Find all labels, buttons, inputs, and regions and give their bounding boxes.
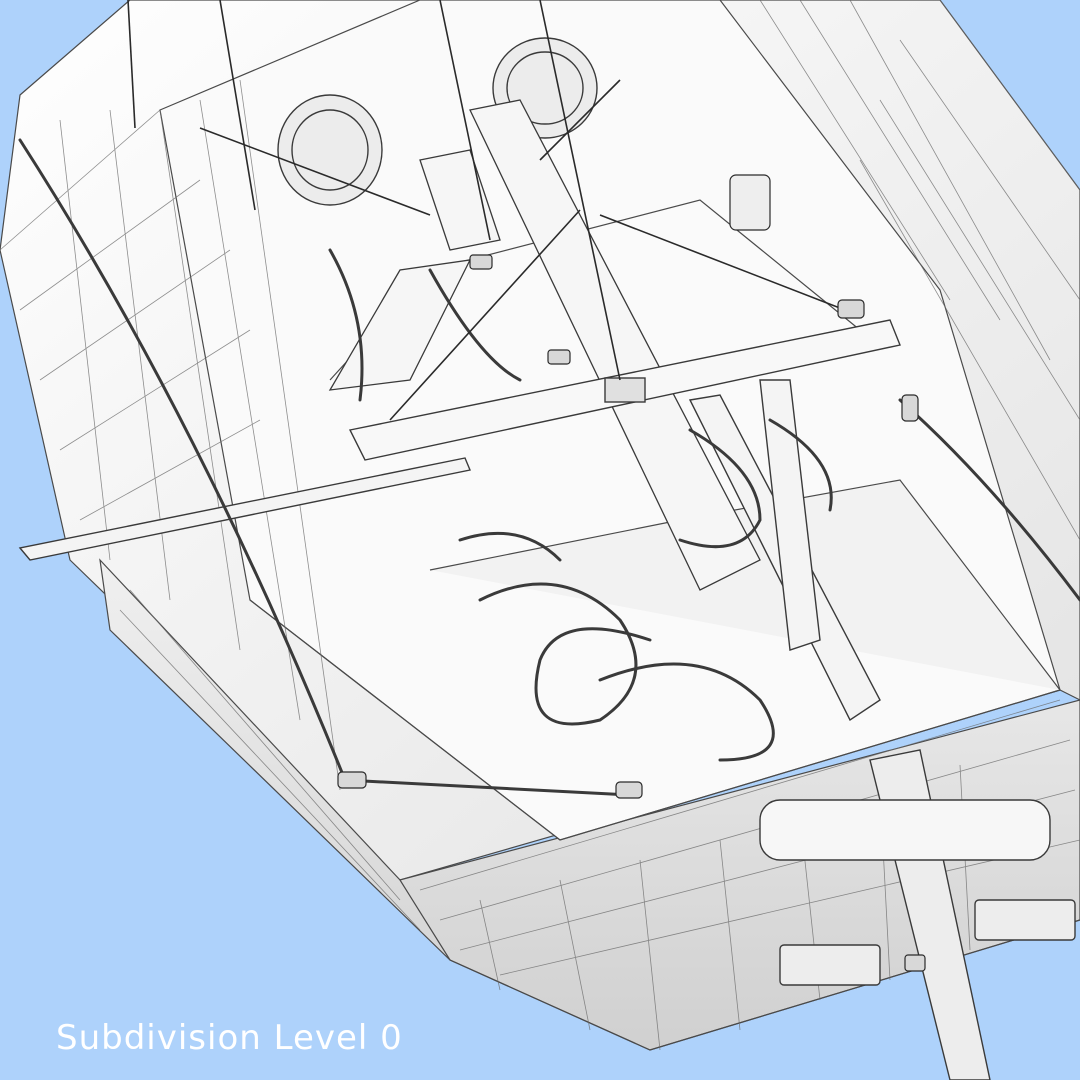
sheet-ropes — [18, 138, 1080, 797]
rigging-wires — [127, 0, 846, 421]
rudder — [759, 749, 1076, 1080]
subdivision-level-caption: Subdivision Level 0 — [56, 1018, 403, 1058]
deck-fittings — [337, 174, 926, 972]
traveller-bar — [348, 319, 901, 461]
inspection-hatch — [277, 37, 598, 206]
tiller — [18, 379, 881, 722]
mesh-lines — [0, 0, 1080, 1051]
centreboard-case — [328, 99, 761, 591]
